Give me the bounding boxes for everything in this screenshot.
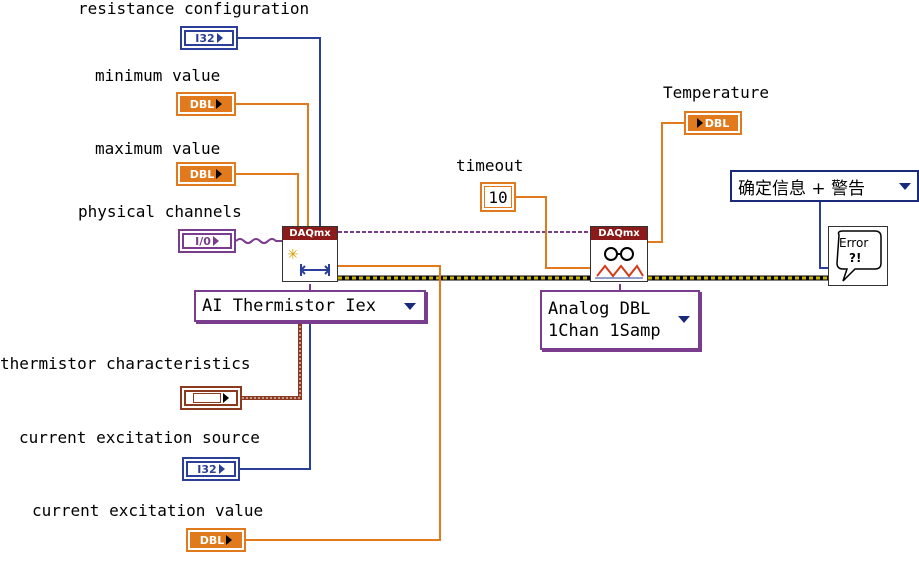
terminal-current-excitation-source[interactable]: I32	[182, 457, 240, 481]
create-channel-type-label: AI Thermistor Iex	[202, 296, 376, 316]
terminal-temperature[interactable]: DBL	[684, 111, 742, 135]
vi-header: DAQmx	[283, 227, 337, 240]
read-type-line2: 1Chan 1Samp	[548, 321, 661, 341]
error-dialog-option-label: 确定信息 + 警告	[738, 178, 866, 199]
arrow-right-icon	[226, 535, 233, 545]
read-glasses-icon	[595, 247, 644, 279]
terminal-maximum-value[interactable]: DBL	[176, 162, 236, 186]
arrow-right-icon	[218, 464, 225, 474]
arrow-right-icon	[216, 33, 223, 43]
simple-error-handler-vi[interactable]: Error ?!	[828, 226, 888, 286]
terminal-physical-channels[interactable]: I/0	[178, 229, 236, 253]
arrow-right-icon	[212, 236, 219, 246]
wire-timeout	[516, 196, 590, 269]
terminal-type: I32	[195, 31, 215, 45]
label-timeout: timeout	[456, 156, 524, 175]
daqmx-read-vi[interactable]: DAQmx	[590, 226, 648, 282]
cluster-icon	[193, 393, 221, 403]
error-icon-text-1: Error	[839, 236, 869, 250]
svg-text:✳: ✳	[287, 247, 299, 263]
label-temperature: Temperature	[663, 83, 769, 102]
terminal-type: I/0	[195, 234, 211, 248]
terminal-type: DBL	[189, 167, 215, 181]
label-current-excitation-value: current excitation value	[32, 501, 264, 520]
vi-header: DAQmx	[591, 227, 647, 240]
wire-physical-channels	[235, 238, 282, 244]
wire-error-option	[819, 200, 830, 269]
terminal-current-excitation-value[interactable]: DBL	[186, 528, 246, 552]
arrow-right-icon	[696, 118, 703, 128]
arrow-right-icon	[223, 393, 229, 403]
dropdown-arrow-icon	[404, 303, 416, 310]
label-physical-channels: physical channels	[78, 202, 242, 221]
wire-minimum-value	[236, 103, 309, 228]
label-current-excitation-source: current excitation source	[19, 428, 260, 447]
terminal-thermistor-characteristics[interactable]	[180, 386, 242, 410]
create-channel-type-selector[interactable]: AI Thermistor Iex	[194, 290, 426, 322]
wire-current-excitation-value	[246, 265, 441, 541]
terminal-resistance-configuration[interactable]: I32	[180, 26, 238, 50]
label-minimum-value: minimum value	[95, 66, 221, 85]
daqmx-create-channel-vi[interactable]: DAQmx ✳	[282, 226, 338, 282]
terminal-type: DBL	[189, 97, 215, 111]
wire-resistance-configuration	[238, 37, 321, 228]
arrow-right-icon	[216, 99, 223, 109]
error-dialog-option-selector[interactable]: 确定信息 + 警告	[730, 170, 919, 202]
terminal-type: I32	[197, 462, 217, 476]
terminal-type: DBL	[199, 533, 225, 547]
read-type-selector[interactable]: Analog DBL 1Chan 1Samp	[540, 290, 700, 350]
terminal-type: DBL	[704, 116, 730, 130]
create-channel-icon: ✳	[287, 247, 331, 276]
label-maximum-value: maximum value	[95, 139, 221, 158]
arrow-right-icon	[216, 169, 223, 179]
dropdown-arrow-icon	[899, 183, 911, 190]
dropdown-arrow-icon	[678, 316, 690, 323]
error-icon-text-2: ?!	[849, 251, 862, 265]
wire-current-excitation-source	[240, 290, 311, 470]
wire-maximum-value	[236, 173, 299, 228]
label-thermistor-characteristics: thermistor characteristics	[0, 354, 251, 373]
wire-temperature	[648, 122, 686, 243]
timeout-constant[interactable]: 10	[480, 182, 516, 212]
label-resistance-configuration: resistance configuration	[78, 0, 310, 18]
timeout-value: 10	[484, 186, 512, 208]
read-type-line1: Analog DBL	[548, 299, 651, 319]
terminal-minimum-value[interactable]: DBL	[176, 92, 236, 116]
error-speech-bubble-icon	[836, 230, 882, 282]
